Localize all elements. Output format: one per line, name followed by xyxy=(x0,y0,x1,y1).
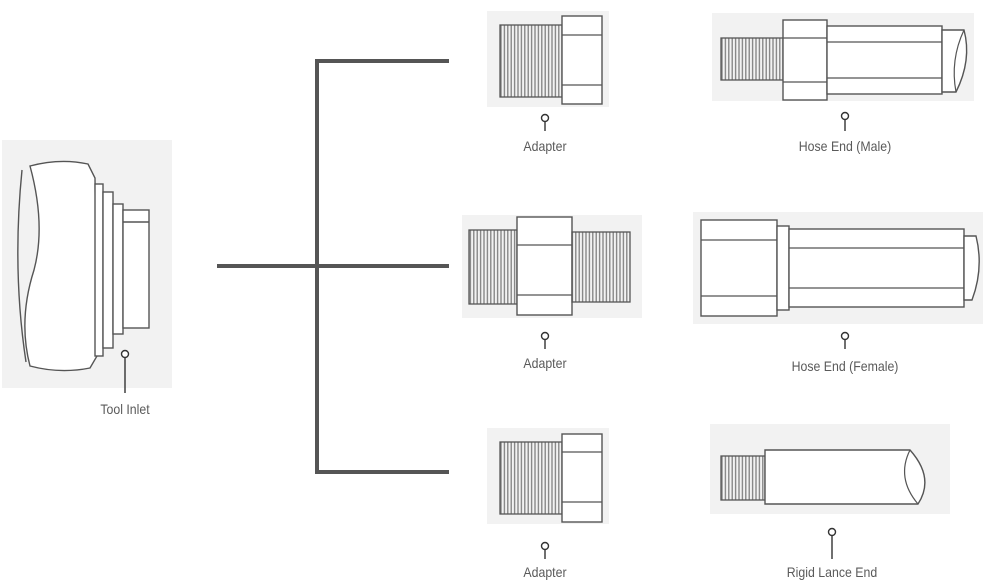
adapter-drawing-bottom xyxy=(487,428,609,524)
rigid-lance-end-drawing xyxy=(710,424,950,514)
label-hose-end-male: Hose End (Male) xyxy=(798,138,892,154)
label-adapter-middle: Adapter xyxy=(523,355,567,371)
callout-pin-tool-inlet xyxy=(120,349,130,393)
callout-pins xyxy=(120,111,850,559)
callout-pin-hose-end-female xyxy=(840,331,850,349)
tool-inlet-drawing xyxy=(2,140,172,388)
callout-pin-hose-end-male xyxy=(840,111,850,131)
label-hose-end-female: Hose End (Female) xyxy=(791,358,899,374)
label-adapter-bottom: Adapter xyxy=(523,564,567,580)
connector-lines xyxy=(217,59,449,474)
adapter-drawing-top xyxy=(487,11,609,107)
callout-pin-adapter-middle xyxy=(540,331,550,349)
hose-end-female-drawing xyxy=(693,212,983,324)
adapter-drawing-middle xyxy=(462,215,642,318)
label-rigid-lance-end: Rigid Lance End xyxy=(786,564,878,580)
label-tool-inlet: Tool Inlet xyxy=(100,401,150,417)
callout-pin-adapter-bottom xyxy=(540,541,550,559)
hose-end-male-drawing xyxy=(712,13,974,101)
callout-pin-rigid-lance-end xyxy=(827,527,837,559)
callout-pin-adapter-top xyxy=(540,113,550,131)
label-adapter-top: Adapter xyxy=(523,138,567,154)
